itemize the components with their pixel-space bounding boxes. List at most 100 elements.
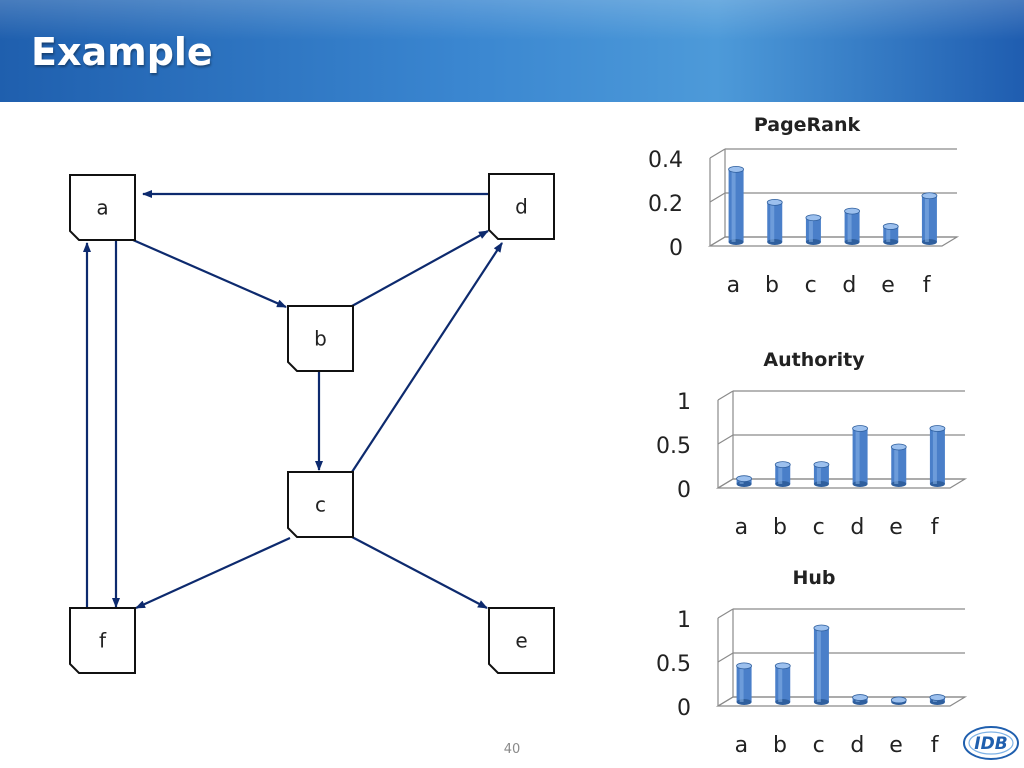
- node-d-label: d: [515, 195, 528, 219]
- category-label-e: e: [889, 733, 903, 758]
- page-number: 40: [503, 742, 521, 757]
- bar-f: [929, 425, 946, 487]
- edge-c-to-e: [351, 536, 488, 609]
- y-tick-label: 0: [677, 696, 691, 721]
- chart-title: Hub: [792, 567, 835, 589]
- bar-body: [805, 217, 821, 242]
- title-banner: Example: [0, 0, 1024, 102]
- bar-base: [728, 238, 744, 245]
- category-label-f: f: [931, 515, 940, 540]
- bar-base: [775, 698, 791, 705]
- bar-highlight: [932, 428, 937, 484]
- category-label-f: f: [923, 273, 932, 298]
- node-f-label: f: [99, 629, 107, 653]
- bar-top: [774, 662, 791, 670]
- bar-base: [852, 480, 868, 487]
- bar-base: [736, 698, 752, 705]
- bar-top: [921, 192, 938, 200]
- bar-base: [883, 238, 899, 245]
- chart-floor: [715, 696, 968, 707]
- bar-body: [775, 665, 791, 702]
- category-label-d: d: [842, 273, 856, 298]
- bar-top: [813, 461, 830, 468]
- idb-logo-icon: IDB: [963, 726, 1019, 760]
- bar-a: [736, 662, 752, 705]
- bar-d: [852, 694, 868, 705]
- bar-body: [929, 428, 945, 484]
- bar-a: [736, 475, 752, 487]
- bar-base: [921, 238, 937, 245]
- node-f-box: [69, 607, 136, 674]
- bar-e: [890, 443, 907, 487]
- category-label-b: b: [773, 515, 787, 540]
- y-tick-label: 0.2: [648, 192, 683, 217]
- node-b: b: [287, 305, 354, 372]
- bar-c: [805, 214, 822, 245]
- bar-body: [891, 446, 907, 484]
- bar-body: [767, 202, 783, 242]
- category-label-d: d: [850, 733, 864, 758]
- bar-top: [805, 214, 822, 222]
- bar-b: [774, 461, 791, 487]
- bar-e: [882, 223, 899, 245]
- category-label-c: c: [805, 273, 817, 298]
- bar-d: [852, 425, 868, 487]
- bar-highlight: [855, 428, 860, 484]
- category-label-e: e: [889, 515, 903, 540]
- bar-highlight: [778, 665, 783, 702]
- bar-base: [813, 480, 829, 487]
- bar-base: [891, 480, 907, 487]
- node-b-label: b: [314, 327, 327, 351]
- bar-highlight: [770, 202, 775, 242]
- bar-highlight: [808, 217, 813, 242]
- bar-top: [766, 198, 783, 206]
- bar-base: [805, 238, 821, 245]
- bar-highlight: [847, 211, 852, 242]
- bar-top: [852, 425, 868, 432]
- bar-base: [767, 238, 783, 245]
- side-grid-line: [717, 390, 734, 401]
- node-c-label: c: [315, 493, 326, 517]
- category-label-a: a: [727, 273, 740, 298]
- y-tick-label: 1: [677, 390, 691, 415]
- node-e-label: e: [515, 629, 527, 653]
- bar-highlight: [731, 169, 736, 242]
- bar-base: [929, 480, 945, 487]
- bar-highlight: [739, 665, 744, 702]
- chart-floor: [715, 478, 968, 489]
- category-label-c: c: [813, 515, 825, 540]
- bar-highlight: [924, 195, 929, 242]
- chart-title: Authority: [763, 349, 865, 371]
- y-tick-label: 0: [669, 236, 683, 261]
- side-grid-line: [709, 192, 726, 203]
- node-e: e: [488, 607, 555, 674]
- bar-b: [766, 198, 783, 245]
- category-label-a: a: [735, 733, 748, 758]
- side-grid-line: [717, 652, 734, 663]
- bar-base: [775, 480, 791, 487]
- bar-f: [929, 694, 946, 705]
- bar-highlight: [894, 446, 899, 484]
- bar-body: [813, 628, 829, 702]
- y-tick-label: 0.5: [656, 434, 691, 459]
- bar-top: [929, 694, 946, 701]
- bar-base: [844, 238, 860, 245]
- node-c: c: [287, 471, 354, 538]
- edge-b-to-d: [351, 230, 489, 307]
- bar-top: [852, 694, 868, 701]
- bar-highlight: [886, 226, 891, 242]
- chart-title: PageRank: [754, 114, 861, 136]
- logo-text: IDB: [974, 734, 1007, 754]
- bar-e: [890, 696, 907, 705]
- chart-floor: [707, 236, 960, 247]
- node-f: f: [69, 607, 136, 674]
- bar-c: [813, 624, 830, 705]
- node-d: d: [488, 173, 555, 240]
- bar-body: [728, 169, 744, 242]
- bar-highlight: [778, 464, 783, 484]
- node-a: a: [69, 174, 136, 241]
- edge-a-to-b: [132, 238, 287, 309]
